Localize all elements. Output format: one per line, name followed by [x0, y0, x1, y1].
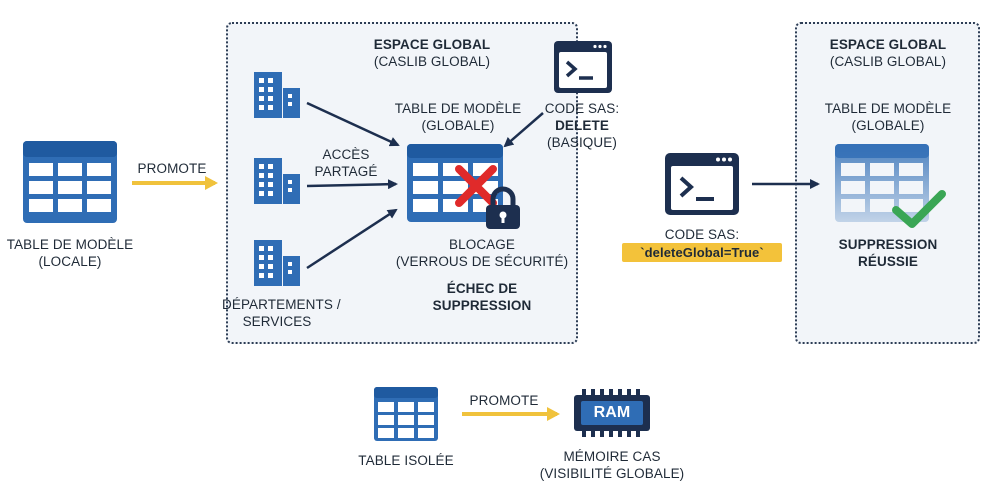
ram-label: RAM [593, 404, 631, 421]
lock-icon [483, 186, 523, 235]
departments-label-line1: DÉPARTEMENTS / [222, 297, 341, 312]
building-icon [252, 238, 302, 291]
global-table-right-label-line1: TABLE DE MODÈLE [824, 101, 952, 116]
building-icon [252, 156, 302, 209]
success-label-line2: RÉUSSIE [858, 254, 918, 269]
global-table-right-label: TABLE DE MODÈLE (GLOBALE) [808, 100, 968, 134]
isolated-table-label: TABLE ISOLÉE [358, 453, 454, 468]
building-icon [252, 70, 302, 123]
cross-icon [454, 164, 498, 213]
cas-memory-label-line1: MÉMOIRE CAS [563, 449, 661, 464]
middle-code-snippet: `deleteGlobal=True` [622, 243, 782, 262]
shared-access-label-line2: PARTAGÉ [314, 164, 378, 179]
lock-label-line1: BLOCAGE [449, 237, 515, 252]
global-space-right-title: ESPACE GLOBAL [829, 37, 947, 52]
shared-access-label: ACCÈS PARTAGÉ [306, 146, 386, 180]
sas-code-delete-line2: DELETE [555, 118, 609, 133]
table-icon [406, 143, 504, 228]
cas-memory-label: MÉMOIRE CAS (VISIBILITÉ GLOBALE) [532, 448, 692, 482]
success-label: SUPPRESSION RÉUSSIE [818, 236, 958, 270]
failure-label: ÉCHEC DE SUPPRESSION [412, 280, 552, 314]
table-icon [373, 386, 439, 447]
global-space-right-subtitle: (CASLIB GLOBAL) [829, 54, 947, 69]
promote-label-bottom: PROMOTE [469, 393, 539, 408]
success-label-line1: SUPPRESSION [838, 237, 938, 252]
shared-access-label-line1: ACCÈS [322, 147, 370, 162]
lock-label-line2: (VERROUS DE SÉCURITÉ) [395, 254, 569, 269]
terminal-icon [553, 40, 613, 99]
global-table-left-label-line1: TABLE DE MODÈLE [394, 101, 522, 116]
sas-code-delete-line1: CODE SAS: [544, 101, 620, 116]
ram-chip-icon [572, 389, 652, 442]
global-table-right-label-line2: (GLOBALE) [851, 118, 925, 133]
left-table-label-line1: TABLE DE MODÈLE [6, 237, 134, 252]
departments-label: DÉPARTEMENTS / SERVICES [222, 296, 341, 330]
failure-label-line1: ÉCHEC DE [446, 281, 518, 296]
global-table-left-label: TABLE DE MODÈLE (GLOBALE) [382, 100, 534, 134]
global-space-left-title: ESPACE GLOBAL [373, 37, 491, 52]
failure-label-line2: SUPPRESSION [432, 298, 532, 313]
middle-code-snippet-wrap: `deleteGlobal=True` [622, 243, 782, 262]
check-icon [890, 186, 948, 237]
terminal-icon [664, 152, 740, 221]
cas-memory-label-line2: (VISIBILITÉ GLOBALE) [539, 466, 685, 481]
lock-label: BLOCAGE (VERROUS DE SÉCURITÉ) [392, 236, 572, 270]
departments-label-line2: SERVICES [242, 314, 312, 329]
sas-code-delete-line3: (BASIQUE) [547, 135, 617, 150]
sas-code-delete-label: CODE SAS: DELETE (BASIQUE) [532, 100, 632, 151]
middle-code-label: CODE SAS: [664, 227, 740, 242]
table-icon [834, 143, 930, 228]
left-table-label: TABLE DE MODÈLE (LOCALE) [2, 236, 138, 270]
left-table-label-line2: (LOCALE) [38, 254, 102, 269]
global-table-left-label-line2: (GLOBALE) [421, 118, 495, 133]
promote-label-top: PROMOTE [137, 161, 207, 176]
table-icon [22, 140, 118, 229]
global-space-left-subtitle: (CASLIB GLOBAL) [373, 54, 491, 69]
